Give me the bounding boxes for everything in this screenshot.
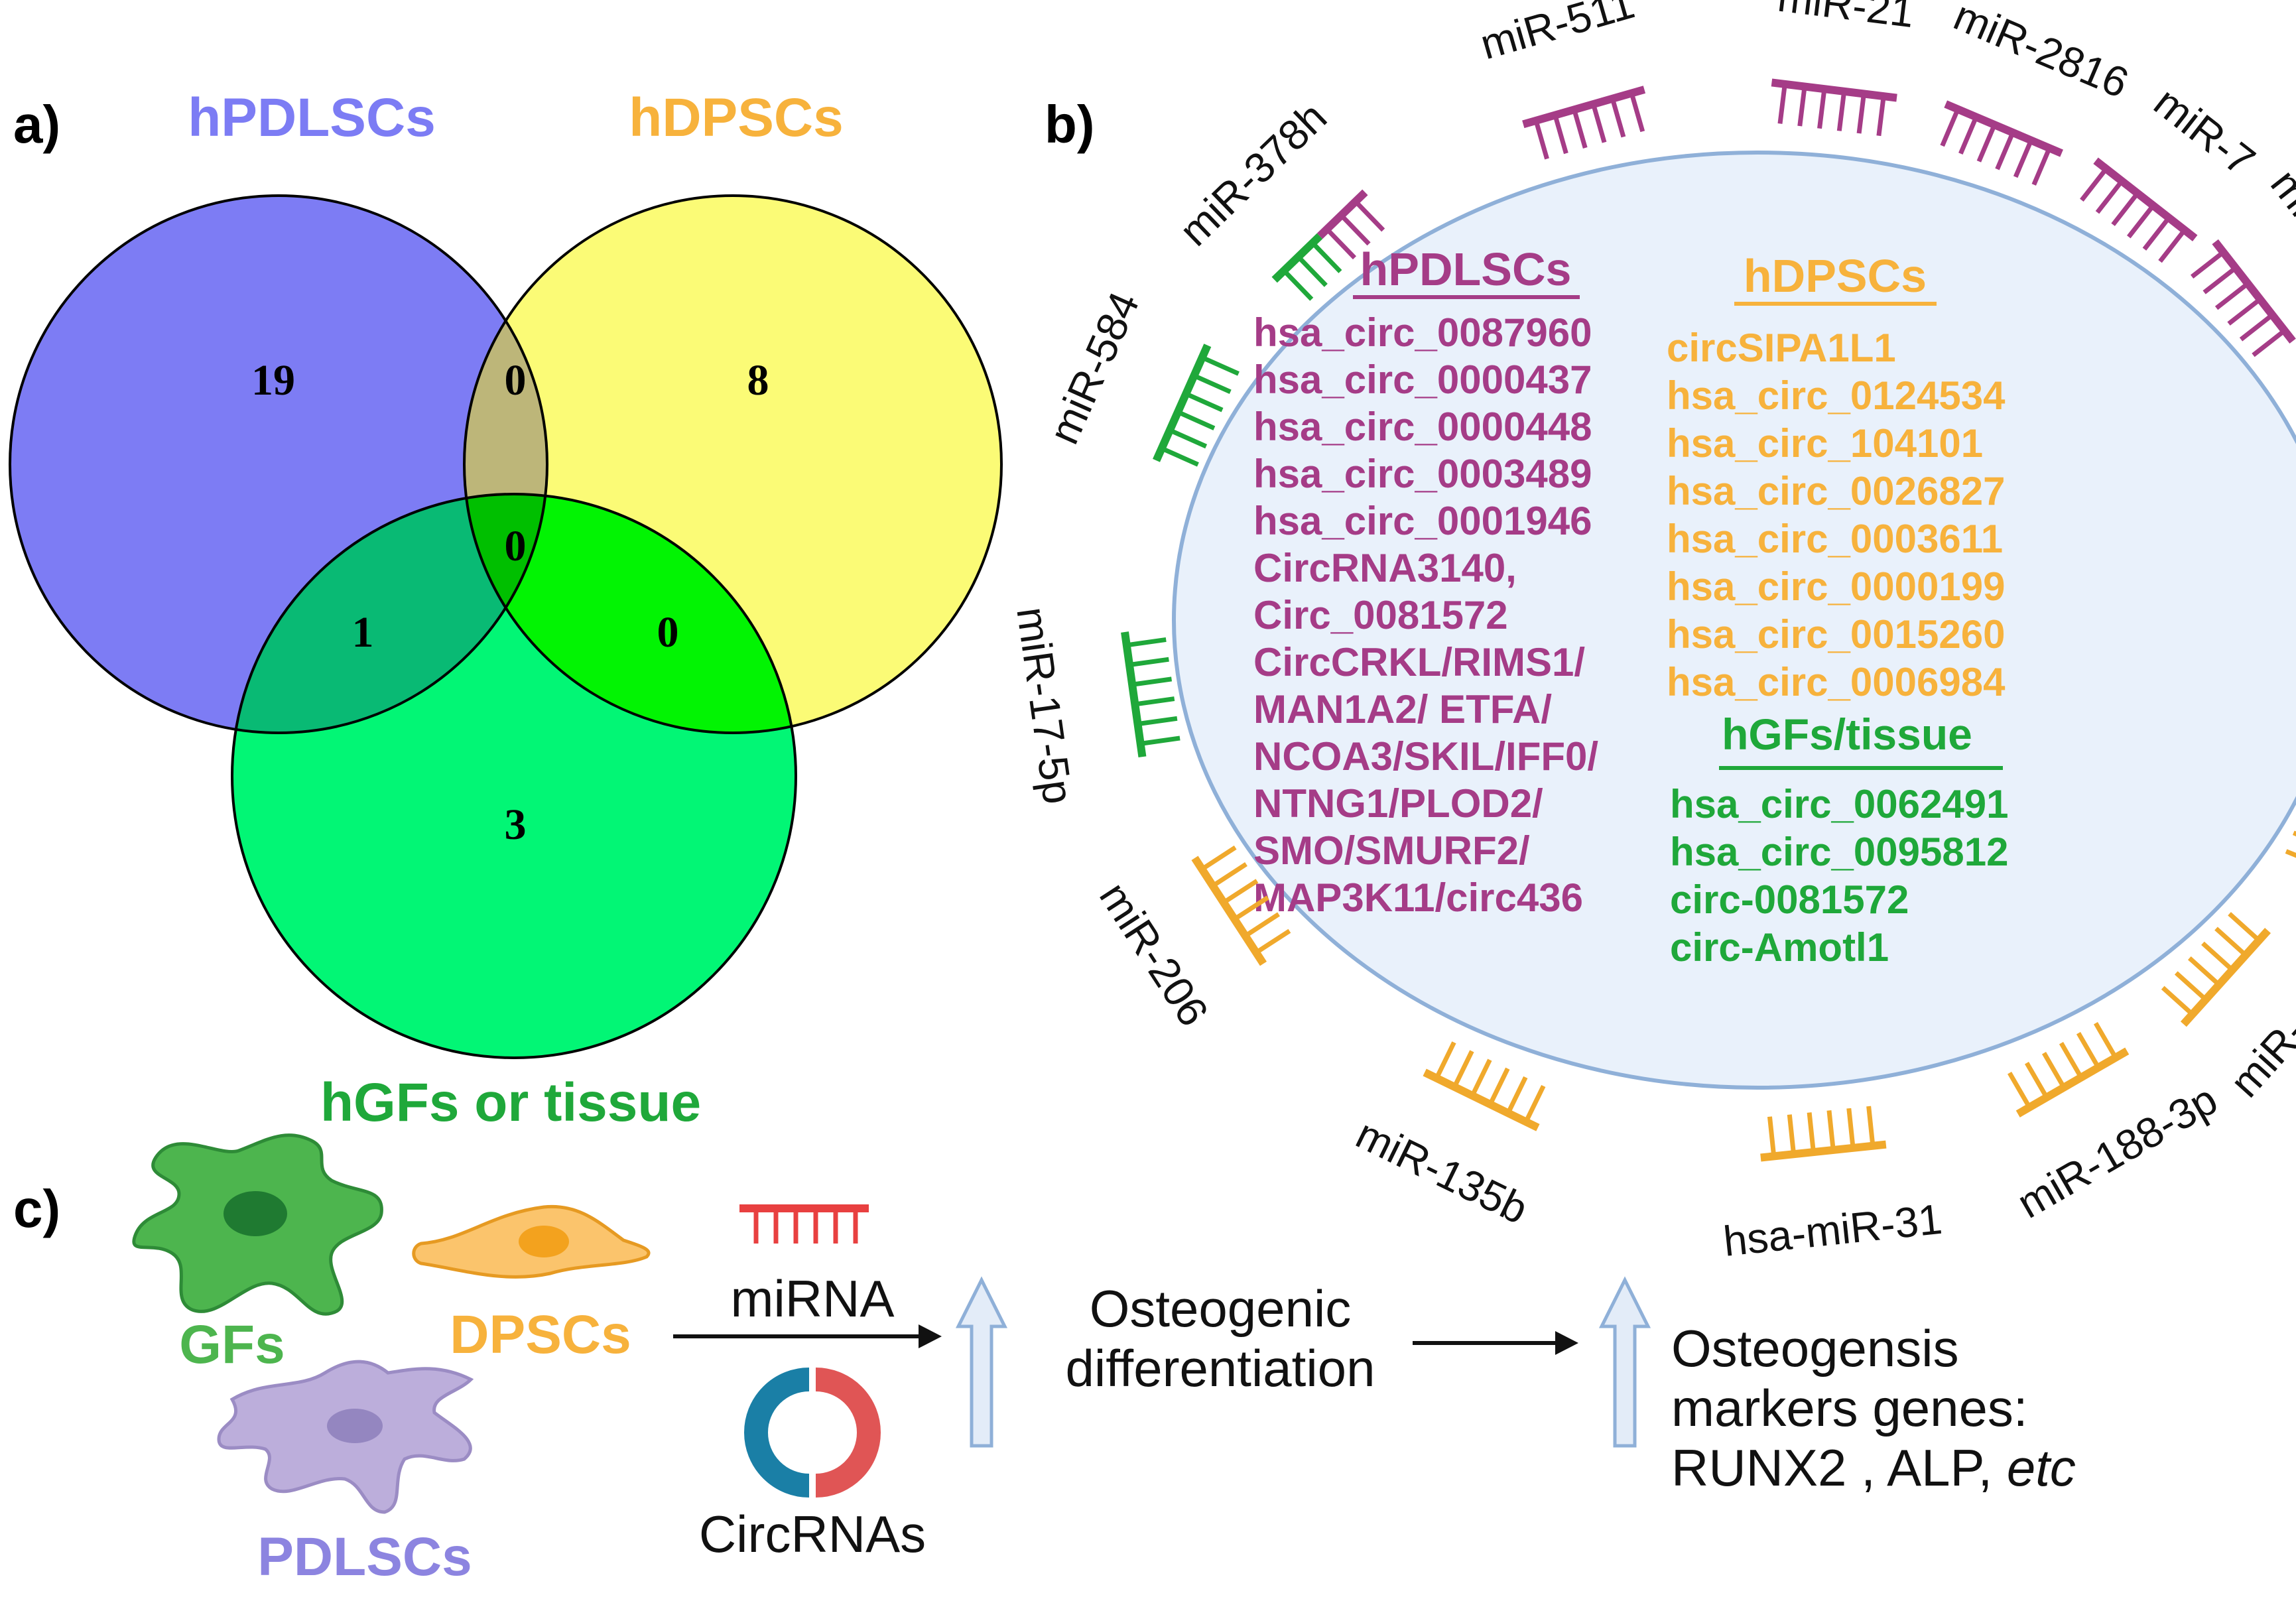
mirna-glyph bbox=[2008, 1021, 2130, 1118]
markers-line2: markers genes: bbox=[1671, 1379, 2028, 1437]
count-dp-gf: 0 bbox=[657, 608, 679, 657]
panel-a-letter: a) bbox=[13, 95, 60, 154]
heading-hdpscs: hDPSCs bbox=[1744, 250, 1927, 302]
mirna-label: hsa-miR-31 bbox=[1721, 1195, 1944, 1265]
mirna-label: miR-378h bbox=[1170, 93, 1336, 255]
hpdlscs-circ-item: SMO/SMURF2/ bbox=[1253, 828, 1530, 873]
hdpscs-circ-item: hsa_circ_104101 bbox=[1667, 421, 1983, 466]
hpdlscs-circ-item: NTNG1/PLOD2/ bbox=[1253, 781, 1543, 826]
mirna-glyph bbox=[1522, 86, 1646, 160]
hpdlscs-circ-item: Circ_0081572 bbox=[1253, 593, 1508, 637]
arrowhead-to-markers bbox=[1555, 1331, 1578, 1355]
hdpscs-circ-list: circSIPA1L1 hsa_circ_0124534 hsa_circ_10… bbox=[1667, 326, 2006, 704]
central-circle bbox=[1172, 151, 2296, 1090]
hgfs-circ-item: hsa_circ_0062491 bbox=[1670, 782, 2008, 826]
set-label-hgfs: hGFs or tissue bbox=[320, 1072, 701, 1133]
markers-line3: RUNX2 , ALP, etc bbox=[1671, 1439, 2076, 1497]
hpdlscs-circ-item: CircCRKL/RIMS1/ bbox=[1253, 640, 1585, 684]
mirna-label: miR-2816 bbox=[1947, 0, 2136, 107]
hpdlscs-circ-list: hsa_circ_0087960 hsa_circ_0000437 hsa_ci… bbox=[1253, 310, 1598, 920]
hpdlscs-circ-item: hsa_circ_0087960 bbox=[1253, 310, 1592, 355]
up-arrow-icon bbox=[955, 1276, 1008, 1448]
mirna-label: miR-496 bbox=[2221, 955, 2296, 1106]
mirna-glyph bbox=[1121, 631, 1180, 757]
mirna-glyph bbox=[1271, 189, 1385, 301]
venn-panel: a) hPDLSCs hDPSCs hGFs or tissue 19 0 8 … bbox=[9, 88, 1003, 1133]
count-pdl-gf: 1 bbox=[352, 608, 374, 657]
mirna-label: miR-511 bbox=[1475, 0, 1639, 68]
count-pdl-only: 19 bbox=[251, 356, 295, 405]
arrowhead-to-osteogenic bbox=[919, 1324, 942, 1348]
heading-hpdlscs: hPDLSCs bbox=[1360, 243, 1572, 295]
hgfs-circ-list: hsa_circ_0062491 hsa_circ_0095812 circ-0… bbox=[1670, 782, 2008, 970]
set-label-hdpscs: hDPSCs bbox=[629, 88, 844, 148]
mirna-glyph bbox=[2080, 157, 2198, 263]
hdpscs-circ-item: hsa_circ_0006984 bbox=[1667, 660, 2006, 704]
mirna-label: miR-21 bbox=[1775, 0, 1917, 36]
mirna-glyph bbox=[2161, 912, 2271, 1027]
count-gf-only: 3 bbox=[505, 800, 527, 849]
count-all: 0 bbox=[505, 522, 527, 570]
hdpscs-circ-item: hsa_circ_0015260 bbox=[1667, 612, 2005, 657]
mirna-glyph bbox=[1153, 344, 1240, 467]
count-dp-only: 8 bbox=[747, 356, 769, 405]
hpdlscs-circ-item: hsa_circ_0003489 bbox=[1253, 452, 1592, 496]
hdpscs-circ-item: hsa_circ_0026827 bbox=[1667, 469, 2005, 513]
mirna-label: miR-206 bbox=[1090, 874, 1218, 1035]
mirna-label: miR-17-5p bbox=[1007, 604, 1082, 807]
hgfs-circ-item: hsa_circ_0095812 bbox=[1670, 830, 2008, 874]
hpdlscs-circ-item: hsa_circ_0000448 bbox=[1253, 405, 1592, 449]
hdpscs-circ-item: hsa_circ_0003611 bbox=[1667, 517, 2003, 561]
gf-cell-icon bbox=[132, 1133, 383, 1316]
mirna-label: miR-135b bbox=[1349, 1110, 1535, 1233]
hdpscs-circ-item: circSIPA1L1 bbox=[1667, 326, 1896, 370]
cell-label-dpscs: DPSCs bbox=[450, 1305, 631, 1365]
overlap-pdl-gf bbox=[232, 494, 547, 733]
cell-label-gfs: GFs bbox=[179, 1314, 285, 1375]
mirna-label: miR-7 bbox=[2145, 78, 2264, 185]
up-arrow-icon bbox=[1598, 1276, 1651, 1448]
panel-b-letter: b) bbox=[1045, 95, 1095, 154]
mirna-glyph bbox=[1760, 1106, 1887, 1162]
mirna-icon bbox=[739, 1204, 869, 1244]
hpdlscs-circ-item: hsa_circ_0001946 bbox=[1253, 499, 1592, 543]
pdlsc-cell-icon bbox=[217, 1360, 474, 1514]
hpdlscs-circ-item: CircRNA3140, bbox=[1253, 546, 1517, 590]
mirna-glyph bbox=[2285, 830, 2296, 869]
circrna-panel: b) hPDLSCs hDPSCs hGFs/tissue hsa_circ_0… bbox=[1007, 0, 2296, 1265]
hpdlscs-circ-item: NCOA3/SKIL/IFF0/ bbox=[1253, 734, 1598, 779]
circrna-icon bbox=[744, 1368, 881, 1498]
schematic-panel: c) GFs DPSCs PDLSCs miRNA bbox=[13, 1133, 2076, 1587]
markers-line1: Osteogensis bbox=[1671, 1319, 1959, 1377]
heading-hgfs: hGFs/tissue bbox=[1722, 710, 1972, 759]
hgfs-circ-item: circ-0081572 bbox=[1670, 877, 1909, 922]
count-pdl-dp: 0 bbox=[505, 356, 527, 405]
mirna-label: miRNA bbox=[731, 1269, 895, 1328]
set-label-hpdlscs: hPDLSCs bbox=[188, 88, 436, 148]
hpdlscs-circ-item: hsa_circ_0000437 bbox=[1253, 357, 1592, 402]
hpdlscs-circ-item: MAN1A2/ ETFA/ bbox=[1253, 687, 1552, 732]
outcome-line1: Osteogenic bbox=[1090, 1279, 1352, 1338]
mirna-label: miR-584 bbox=[1039, 285, 1148, 451]
dpsc-cell-icon bbox=[412, 1204, 651, 1279]
cell-label-pdlscs: PDLSCs bbox=[257, 1527, 472, 1587]
mirna-glyph bbox=[1940, 100, 2063, 186]
overlap-dp-gf bbox=[464, 494, 796, 733]
mirna-glyph bbox=[1423, 1041, 1546, 1131]
mirna-label: miR-335 bbox=[2262, 160, 2296, 316]
hdpscs-circ-item: hsa_circ_0124534 bbox=[1667, 373, 2006, 418]
outcome-line2: differentiation bbox=[1066, 1339, 1375, 1397]
mirna-glyph bbox=[1771, 78, 1897, 137]
hdpscs-circ-item: hsa_circ_0000199 bbox=[1667, 564, 2005, 609]
hgfs-circ-item: circ-Amotl1 bbox=[1670, 925, 1889, 970]
mirna-glyph bbox=[1191, 845, 1291, 966]
panel-c-letter: c) bbox=[13, 1179, 60, 1238]
circrna-label: CircRNAs bbox=[699, 1505, 926, 1563]
mirna-glyph bbox=[2190, 239, 2296, 357]
hpdlscs-circ-item: MAP3K11/circ436 bbox=[1253, 875, 1583, 920]
